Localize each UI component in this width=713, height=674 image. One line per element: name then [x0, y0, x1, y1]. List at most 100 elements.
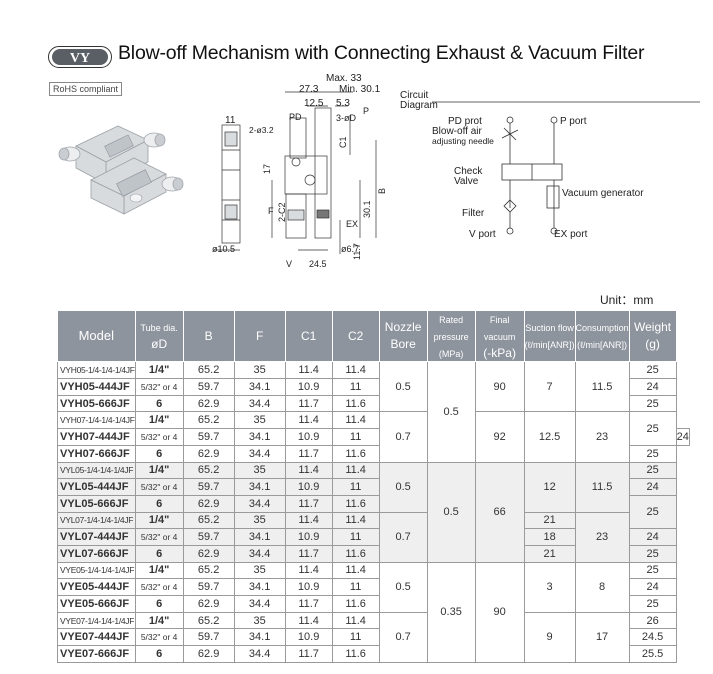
cell-c1: 11.7: [284, 444, 333, 463]
cell-final: 90: [474, 561, 525, 663]
cell-consumption: 8: [574, 561, 630, 613]
svg-text:VY: VY: [70, 51, 90, 66]
cell-tube: 6: [134, 394, 184, 413]
cell-c1: 11.4: [284, 411, 333, 430]
cell-c1: 11.4: [284, 611, 333, 630]
cell-c2: 11.6: [331, 494, 380, 513]
cell-c2: 11.6: [331, 544, 380, 563]
cell-c1: 10.9: [284, 528, 333, 546]
cell-b: 59.7: [182, 528, 235, 546]
svg-text:F: F: [268, 206, 274, 216]
cell-c1: 10.9: [284, 428, 333, 446]
svg-text:ø10.5: ø10.5: [212, 244, 235, 254]
cell-model: VYH05-1/4-1/4-1/4JF: [57, 361, 136, 380]
cell-model: VYE07-444JF: [57, 628, 136, 647]
cell-c1: 10.9: [284, 478, 333, 496]
svg-text:C1: C1: [338, 136, 348, 148]
cell-weight: 24.5: [628, 628, 677, 647]
cell-model: VYL05-1/4-1/4-1/4JF: [57, 461, 136, 480]
svg-text:11: 11: [225, 115, 236, 126]
svg-text:ø6.7: ø6.7: [341, 244, 359, 254]
cell-c2: 11.6: [331, 645, 380, 663]
col-tube: Tube dia.øD: [134, 309, 184, 363]
cell-tube: 5/32" or 4: [134, 378, 184, 396]
cell-b: 59.7: [182, 478, 235, 496]
cell-suction: 7: [523, 361, 576, 413]
page-title: Blow-off Mechanism with Connecting Exhau…: [118, 42, 645, 64]
cell-suction: 18: [523, 528, 576, 546]
svg-text:PD prot: PD prot: [448, 116, 482, 127]
cell-b: 62.9: [182, 444, 235, 463]
cell-tube: 6: [134, 494, 184, 513]
cell-c2: 11.4: [331, 561, 380, 580]
cell-c1: 10.9: [284, 578, 333, 597]
cell-tube: 5/32" or 4: [134, 578, 184, 597]
col-c1: C1: [284, 309, 333, 363]
cell-tube: 6: [134, 645, 184, 663]
cell-consumption: 23: [574, 411, 630, 463]
cell-b: 62.9: [182, 595, 235, 613]
svg-text:P: P: [363, 106, 369, 116]
cell-c1: 11.7: [284, 595, 333, 613]
cell-nozzle: 0.5: [378, 561, 428, 613]
cell-model: VYL07-666JF: [57, 544, 136, 563]
cell-weight: 25: [628, 595, 677, 613]
cell-weight: 24: [675, 428, 690, 446]
svg-text:5.3: 5.3: [336, 98, 350, 109]
svg-text:V port: V port: [469, 229, 496, 240]
svg-text:EX: EX: [346, 219, 358, 229]
cell-tube: 5/32" or 4: [134, 528, 184, 546]
cell-b: 62.9: [182, 645, 235, 663]
cell-c2: 11.4: [331, 411, 380, 430]
svg-text:Check: Check: [454, 166, 483, 177]
cell-tube: 5/32" or 4: [134, 478, 184, 496]
cell-weight: 25: [628, 494, 677, 530]
svg-text:30.1: 30.1: [362, 200, 372, 218]
cell-nozzle: 0.7: [378, 411, 428, 463]
cell-tube: 1/4": [134, 611, 184, 630]
cell-f: 35: [233, 561, 286, 580]
cell-weight: 24: [628, 378, 677, 396]
header: VY Blow-off Mechanism with Connecting Ex…: [0, 0, 713, 96]
cell-model: VYH07-444JF: [57, 428, 136, 446]
cell-b: 59.7: [182, 378, 235, 396]
svg-text:Blow-off air: Blow-off air: [432, 126, 483, 137]
cell-c2: 11.6: [331, 595, 380, 613]
cell-consumption: 23: [574, 511, 630, 563]
rohs-badge: RoHS compliant: [49, 82, 123, 96]
cell-f: 34.4: [233, 494, 286, 513]
cell-c2: 11.4: [331, 511, 380, 530]
cell-weight: 24: [628, 478, 677, 496]
cell-b: 65.2: [182, 361, 235, 380]
cell-suction: 3: [523, 561, 576, 613]
cell-b: 65.2: [182, 561, 235, 580]
cell-tube: 1/4": [134, 511, 184, 530]
cell-tube: 5/32" or 4: [134, 628, 184, 647]
cell-c2: 11: [331, 428, 380, 446]
cell-b: 62.9: [182, 394, 235, 413]
cell-weight: 25.5: [628, 645, 677, 663]
cell-f: 35: [233, 511, 286, 530]
cell-final: 90: [474, 361, 525, 413]
cell-weight: 25: [628, 544, 677, 563]
svg-text:Vacuum generator: Vacuum generator: [562, 188, 644, 199]
cell-f: 35: [233, 361, 286, 380]
svg-text:PD: PD: [289, 112, 302, 122]
cell-final: 66: [474, 461, 525, 563]
cell-b: 59.7: [182, 428, 235, 446]
cell-f: 35: [233, 461, 286, 480]
svg-text:11.7: 11.7: [352, 243, 362, 260]
cell-c2: 11.6: [331, 394, 380, 413]
svg-text:P port: P port: [560, 116, 587, 127]
cell-c1: 10.9: [284, 378, 333, 396]
cell-f: 34.1: [233, 428, 286, 446]
cell-c1: 11.4: [284, 561, 333, 580]
cell-b: 62.9: [182, 494, 235, 513]
